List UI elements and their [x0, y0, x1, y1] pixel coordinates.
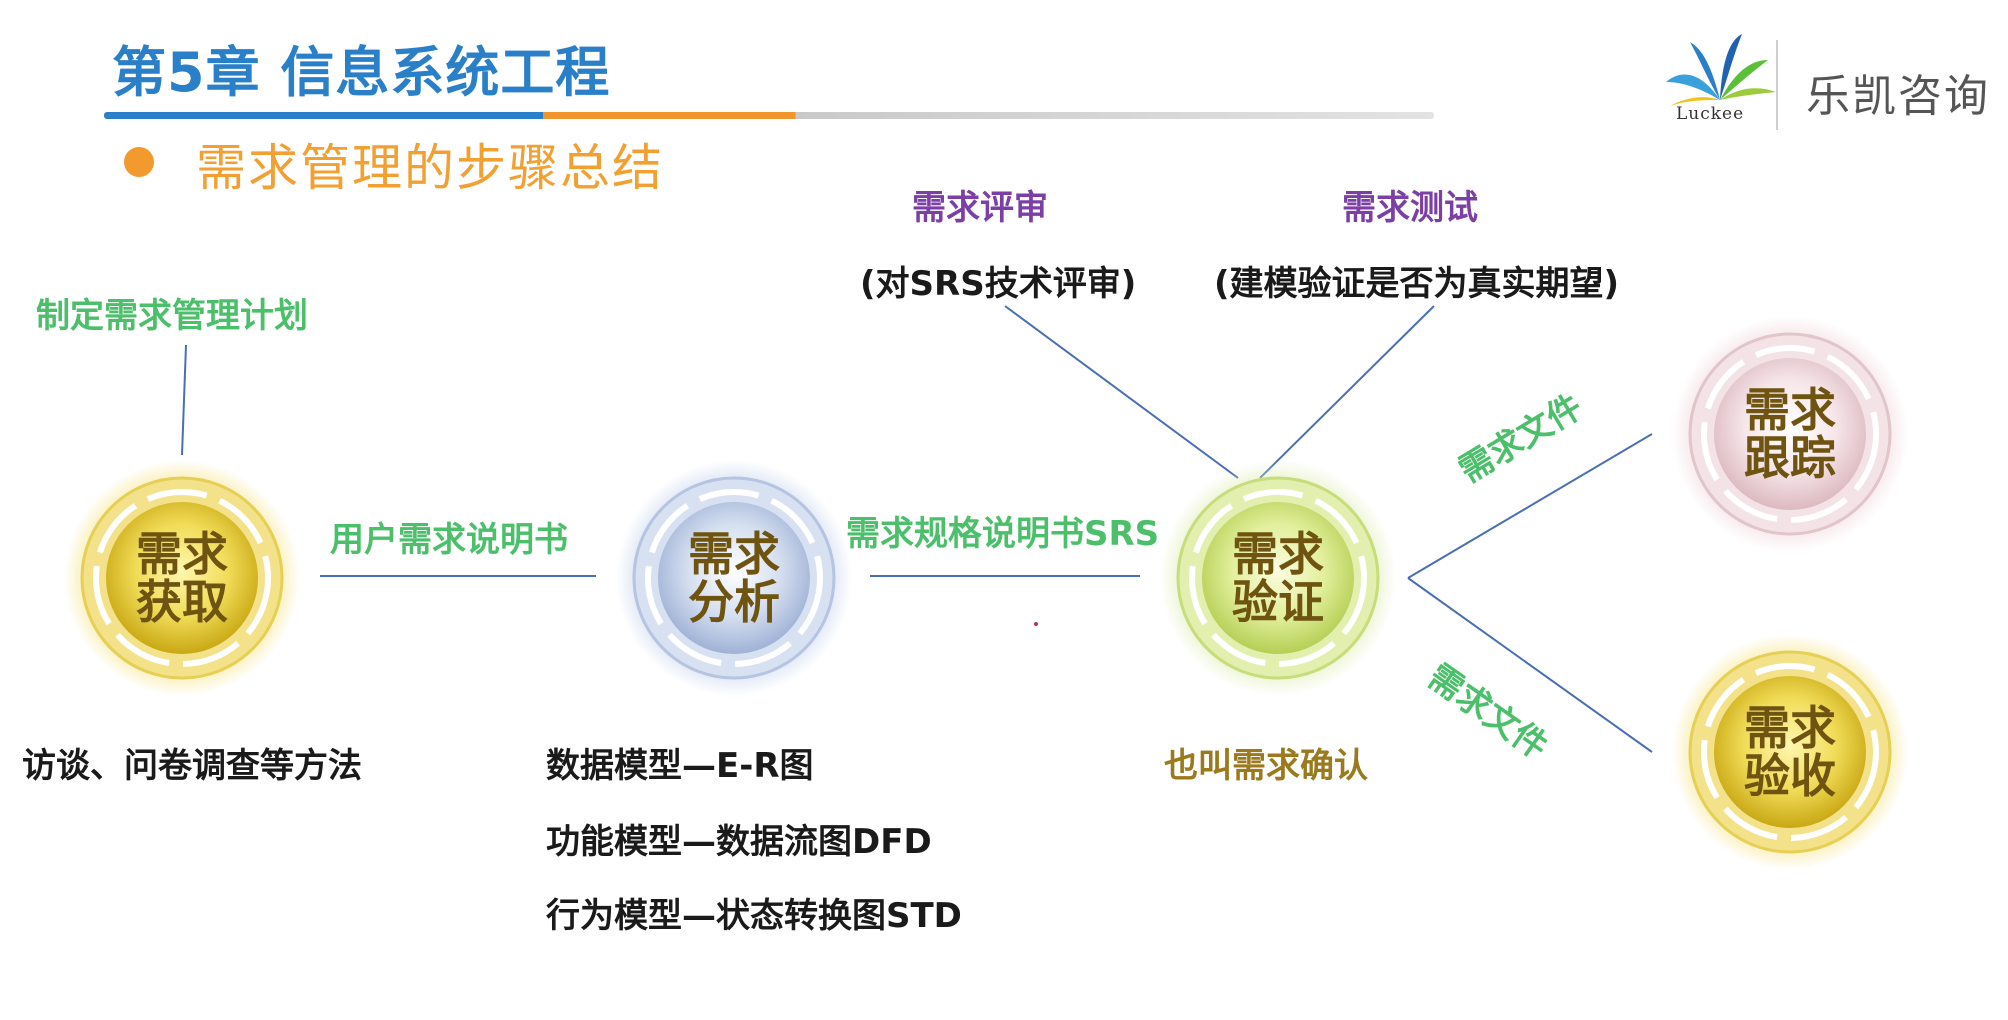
node-verify-label: 需求 验证	[1232, 527, 1324, 629]
node-acquire-label: 需求 获取	[136, 527, 228, 629]
acquire-note: 访谈、问卷调查等方法	[22, 746, 362, 786]
analyze-note-1: 数据模型—E-R图	[546, 746, 814, 786]
node-acquire	[64, 460, 300, 696]
connector-review	[1004, 305, 1239, 479]
node-verify	[1160, 460, 1396, 696]
edge-label-srs: 需求规格说明书SRS	[846, 514, 1160, 554]
logo-wordmark: Luckee	[1676, 104, 1745, 124]
node-trace-label: 需求 跟踪	[1744, 383, 1836, 485]
edge-label-user-requirements: 用户需求说明书	[330, 520, 568, 560]
node-accept	[1672, 634, 1908, 870]
slide-title: 第5章 信息系统工程	[112, 41, 611, 104]
logo-divider	[1776, 40, 1778, 130]
title-underline	[104, 112, 1434, 119]
connector-verify-accept	[1407, 577, 1653, 753]
node-trace	[1672, 316, 1908, 552]
review-title: 需求评审	[912, 188, 1048, 228]
section-subtitle: 需求管理的步骤总结	[196, 139, 664, 197]
verify-note: 也叫需求确认	[1164, 746, 1368, 786]
connector-test	[1259, 305, 1435, 479]
analyze-note-2: 功能模型—数据流图DFD	[546, 822, 932, 862]
connector-verify-trace	[1407, 433, 1653, 579]
test-title: 需求测试	[1342, 188, 1478, 228]
stray-dot	[1034, 622, 1038, 626]
bullet-dot-icon	[124, 147, 154, 177]
node-accept-label: 需求 验收	[1744, 701, 1836, 803]
company-name: 乐凯咨询	[1806, 71, 1990, 122]
node-analyze	[616, 460, 852, 696]
luckee-logo-icon	[1666, 34, 1776, 106]
review-detail: (对SRS技术评审)	[860, 264, 1137, 304]
node-analyze-label: 需求 分析	[688, 527, 780, 629]
plan-label: 制定需求管理计划	[36, 296, 308, 336]
analyze-note-3: 行为模型—状态转换图STD	[546, 896, 962, 936]
connector-lines	[181, 305, 1653, 753]
test-detail: (建模验证是否为真实期望)	[1214, 264, 1620, 304]
connector-plan	[181, 344, 187, 456]
